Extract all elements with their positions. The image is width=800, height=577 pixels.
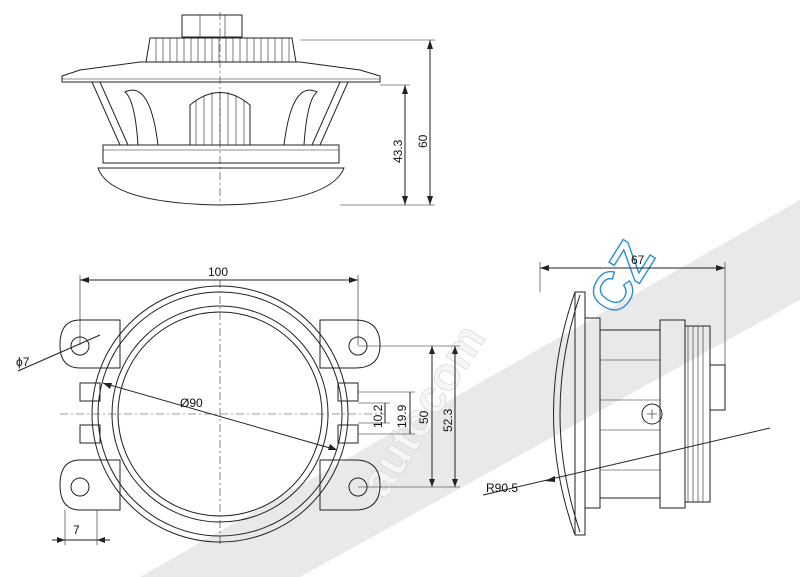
dim-clip-outer: 50 xyxy=(417,410,431,424)
dim-height-body: 43.3 xyxy=(391,139,405,163)
dim-clip-inner: 19.9 xyxy=(395,404,409,428)
dim-width: 100 xyxy=(208,265,228,279)
dim-lens-radius: R90.5 xyxy=(486,481,518,495)
dim-lens-diameter: Ø90 xyxy=(180,396,203,410)
watermark-band xyxy=(140,200,800,577)
side-view: 60 43.3 xyxy=(61,12,435,206)
profile-view: 67 R90.5 xyxy=(482,253,771,536)
dim-height-total: 60 xyxy=(416,134,430,148)
dim-clip-small: 10.2 xyxy=(371,404,385,428)
dim-mount-height: 52.3 xyxy=(441,408,455,432)
dim-depth: 67 xyxy=(631,253,645,267)
front-view: Ø90 100 ϕ7 7 10.2 19.9 50 5 xyxy=(16,265,460,545)
dim-tab-offset: 7 xyxy=(73,523,80,537)
dim-hole-diameter: ϕ7 xyxy=(16,355,30,369)
